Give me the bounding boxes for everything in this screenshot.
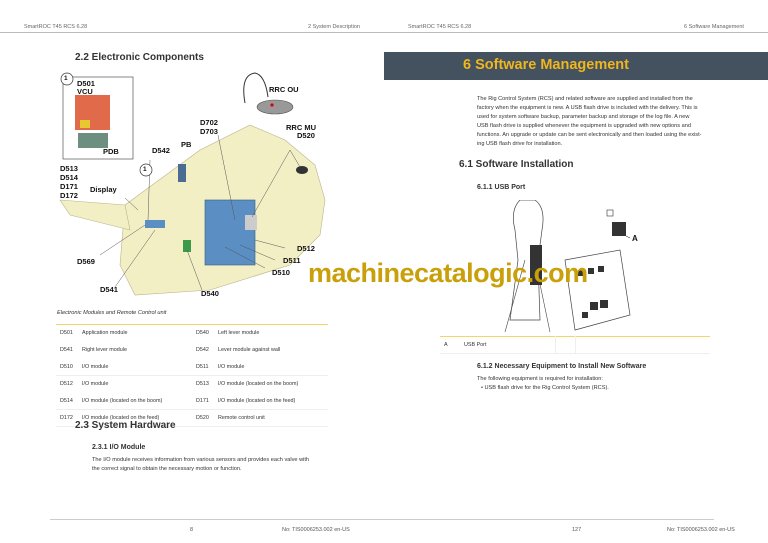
label-vcu: VCU bbox=[77, 87, 93, 96]
usb-port-callout-a: A bbox=[632, 234, 638, 243]
table-row: D501 Application module D540 Left lever mod… bbox=[56, 325, 328, 342]
label-rrc-mu: RRC MU bbox=[286, 123, 316, 132]
module-code: D540 bbox=[196, 330, 209, 337]
module-code: D514 bbox=[56, 392, 78, 410]
watermark: machinecatalogic.com bbox=[308, 258, 588, 288]
module-description: Application module bbox=[82, 330, 128, 337]
legend-key: A bbox=[440, 336, 460, 354]
intro-line: functions. An upgrade or update can be s… bbox=[477, 132, 702, 138]
left-header-chapter: 2 System Description bbox=[308, 24, 360, 30]
module-description: Left lever module bbox=[218, 330, 260, 337]
header-rule bbox=[0, 32, 384, 33]
label-d541: D541 bbox=[100, 285, 118, 294]
module-code: D172 bbox=[56, 409, 78, 427]
label-d171: D171 bbox=[60, 182, 78, 191]
legend-table: A USB Port bbox=[440, 336, 710, 354]
section-software-installation: 6.1 Software Installation bbox=[459, 159, 574, 170]
intro-line: ing USB flash drive for installation. bbox=[477, 141, 563, 147]
legend-empty-key bbox=[555, 336, 576, 354]
module-code: D541 bbox=[60, 347, 73, 353]
label-d172: D172 bbox=[60, 191, 78, 200]
label-d542: D542 bbox=[152, 146, 170, 155]
intro-line: used for system software backup, paramet… bbox=[477, 114, 690, 120]
machine-illustration bbox=[59, 72, 326, 296]
label-pdb: PDB bbox=[103, 147, 119, 156]
left-doc-number: No: TIS0006253.002 en-US bbox=[282, 527, 350, 533]
module-code: D512 bbox=[60, 381, 73, 388]
label-d702: D702 bbox=[200, 118, 218, 127]
label-pb: PB bbox=[181, 140, 192, 149]
module-description: I/O module (located on the feed) bbox=[78, 409, 192, 427]
header-rule bbox=[384, 32, 768, 33]
label-d703: D703 bbox=[200, 127, 218, 136]
chapter-banner: 6 Software Management bbox=[384, 52, 768, 80]
component-table: D501 Application module D540 Left lever mod… bbox=[56, 324, 328, 427]
left-header-title: SmartROC T45 RCS 6.28 bbox=[24, 24, 88, 30]
label-d520: D520 bbox=[297, 131, 315, 140]
bullet-item: • USB flash drive for the Rig Control Sy… bbox=[481, 385, 609, 391]
label-d513: D513 bbox=[60, 164, 78, 173]
module-code: D513 bbox=[196, 381, 209, 388]
legend-empty-value bbox=[575, 336, 710, 354]
figure-caption: Electronic Modules and Remote Control un… bbox=[57, 310, 167, 316]
module-description: I/O module (located on the boom) bbox=[78, 392, 192, 410]
subsection-io-module: 2.3.1 I/O Module bbox=[92, 444, 146, 451]
module-description: I/O module (located on the boom) bbox=[218, 381, 299, 388]
intro-line: The Rig Control System (RCS) and related… bbox=[477, 96, 693, 102]
left-page-number: 8 bbox=[190, 527, 194, 533]
subsection-usb-port: 6.1.1 USB Port bbox=[477, 184, 526, 191]
module-code: D520 bbox=[192, 409, 214, 427]
module-code: D542 bbox=[196, 347, 209, 353]
table-row: D541 Right lever module D542 Lever module a… bbox=[56, 342, 328, 359]
section-title: 2.2 Electronic Components bbox=[75, 52, 204, 63]
legend-row: A USB Port bbox=[440, 336, 710, 354]
label-rrc-ou: RRC OU bbox=[269, 85, 299, 94]
label-d510: D510 bbox=[272, 268, 290, 277]
module-description: I/O module bbox=[214, 358, 328, 376]
intro-line: factory when the equipment is new. A USB… bbox=[477, 105, 698, 111]
electronic-components-figure: 1 1 D501 VCU PDB RRC OU D702 D703 RRC MU… bbox=[50, 65, 380, 305]
right-header-chapter: 6 Software Management bbox=[684, 24, 744, 30]
module-description: I/O module (located on the feed) bbox=[214, 392, 328, 410]
table-row: D512 I/O module D513 I/O module (located on… bbox=[56, 376, 328, 393]
section-system-hardware: 2.3 System Hardware bbox=[75, 420, 176, 431]
module-description: Right lever module bbox=[82, 347, 127, 353]
footer-rule bbox=[50, 519, 384, 520]
right-page-number: 127 bbox=[572, 527, 582, 533]
footer-rule bbox=[384, 519, 714, 520]
module-description: Remote control unit bbox=[214, 409, 328, 427]
subsection-necessary-equipment: 6.1.2 Necessary Equipment to Install New… bbox=[477, 363, 647, 370]
label-d512: D512 bbox=[297, 244, 315, 253]
module-code: D511 bbox=[192, 358, 214, 376]
label-d501: D501 bbox=[77, 79, 95, 88]
label-d511: D511 bbox=[283, 256, 301, 265]
bullet-text: USB flash drive for the Rig Control Syst… bbox=[484, 385, 609, 391]
callout-1-machine: 1 bbox=[143, 166, 147, 173]
module-code: D501 bbox=[60, 330, 73, 337]
label-d540: D540 bbox=[201, 289, 219, 298]
io-module-text-line1: The I/O module receives information from… bbox=[92, 457, 310, 463]
intro-line: USB flash drive is supplied whenever the… bbox=[477, 123, 691, 129]
requirement-text: The following equipment is required for … bbox=[477, 376, 603, 382]
module-code: D171 bbox=[192, 392, 214, 410]
module-description: I/O module bbox=[78, 358, 192, 376]
control-panel-illustration bbox=[504, 199, 631, 333]
right-header-title: SmartROC T45 RCS 6.28 bbox=[408, 24, 472, 30]
io-module-text-line2: the correct signal to obtain the necessa… bbox=[92, 466, 242, 472]
right-doc-number: No: TIS0006253.002 en-US bbox=[667, 527, 735, 533]
legend-value: USB Port bbox=[460, 336, 556, 354]
module-description: I/O module bbox=[82, 381, 109, 388]
label-d514: D514 bbox=[60, 173, 78, 182]
module-description: Lever module against wall bbox=[218, 347, 281, 353]
chapter-title: 6 Software Management bbox=[463, 57, 629, 73]
label-display: Display bbox=[90, 185, 117, 194]
label-d569: D569 bbox=[77, 257, 95, 266]
module-code: D510 bbox=[56, 358, 78, 376]
intro-paragraph: The Rig Control System (RCS) and related… bbox=[477, 95, 702, 149]
callout-1: 1 bbox=[64, 75, 68, 82]
usb-port-figure: A bbox=[480, 199, 660, 333]
